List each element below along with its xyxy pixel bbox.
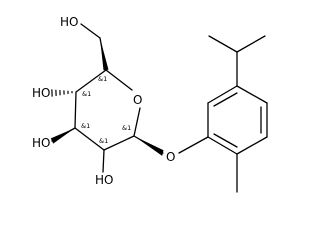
stereo-label-c4: &1 bbox=[82, 90, 91, 98]
atom-label-oh-c4: HO bbox=[32, 86, 50, 100]
bond-ar2-ar3 bbox=[207, 85, 238, 104]
wedge-bond-c3-oh bbox=[50, 128, 75, 144]
stereo-label-c2: &1 bbox=[99, 137, 108, 145]
atom-label-oh-c3: HO bbox=[32, 136, 50, 150]
stereo-label-c1: &1 bbox=[122, 124, 131, 132]
bond-c2-c3 bbox=[74, 127, 105, 151]
stereo-label-c3: &1 bbox=[81, 122, 90, 130]
bond-c4-c5 bbox=[75, 69, 107, 93]
structure-canvas: HO HO HO HO O O &1 &1 &1 &1 &1 bbox=[32, 15, 268, 193]
wedge-bond-c1-o bbox=[134, 136, 164, 156]
bond-ar3-ar4 bbox=[236, 85, 268, 104]
bond-c5-o bbox=[105, 69, 133, 91]
bond-c2-oh bbox=[102, 149, 105, 173]
hash-bond-c4-oh bbox=[51, 89, 73, 97]
bond-c3-c4 bbox=[74, 91, 77, 129]
stereo-label-c5: &1 bbox=[98, 75, 107, 83]
molecule-drawing: HO HO HO HO O O &1 &1 &1 &1 &1 bbox=[32, 15, 268, 193]
bond-o-c1 bbox=[133, 107, 141, 137]
atom-label-oh-c2: HO bbox=[95, 173, 113, 187]
bond-aromatic-inner-3 bbox=[213, 133, 238, 148]
atom-label-oh-ch2: HO bbox=[60, 15, 78, 29]
bond-ar6-ar1 bbox=[207, 136, 238, 155]
bond-c1-c2 bbox=[103, 135, 135, 151]
bond-ipr-me1 bbox=[208, 35, 238, 53]
bond-ipr-me2 bbox=[236, 35, 266, 53]
atom-label-ring-o: O bbox=[133, 93, 142, 107]
bond-ar5-ar6 bbox=[236, 136, 268, 155]
bond-o-aryl bbox=[178, 136, 209, 154]
atom-label-link-o: O bbox=[166, 150, 175, 164]
bond-oh-ch2 bbox=[80, 23, 101, 39]
wedge-bond-c5-ch2 bbox=[100, 38, 109, 71]
bond-aromatic-inner-1 bbox=[213, 92, 238, 107]
